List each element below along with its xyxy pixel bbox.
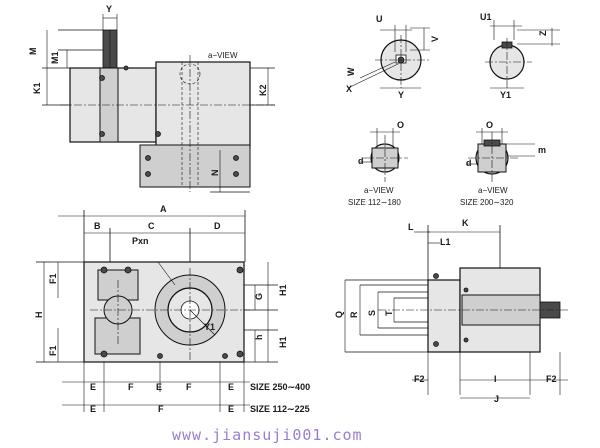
label-Pxn: Pxn <box>132 236 149 246</box>
label-C: C <box>148 221 155 231</box>
label-E-5: E <box>228 404 234 414</box>
label-G: G <box>254 293 264 300</box>
shaft-detail-output: U1 Z Y1 <box>480 12 560 100</box>
label-N: N <box>210 170 220 177</box>
label-H1-bottom: H1 <box>278 336 288 348</box>
label-a-view: a−VIEW <box>208 51 238 60</box>
label-V: V <box>430 36 440 42</box>
label-D: D <box>214 221 221 231</box>
label-Q: Q <box>334 311 344 318</box>
label-B: B <box>94 221 101 231</box>
label-A: A <box>160 204 167 214</box>
shaft-detail-keyway: U V W X Y <box>346 14 440 100</box>
label-T: T <box>384 310 394 316</box>
label-Y1-shaft: Y1 <box>500 90 511 100</box>
label-K2: K2 <box>258 84 268 96</box>
label-Y1-front: Y1 <box>204 322 215 332</box>
note-size-large: SIZE 200∼320 <box>460 198 514 207</box>
note-size-row2: SIZE 112∼225 <box>250 404 310 414</box>
note-a-view-large: a−VIEW <box>478 186 508 195</box>
label-Z: Z <box>538 30 548 36</box>
label-O-small: O <box>397 120 404 130</box>
note-a-view-small: a−VIEW <box>364 186 394 195</box>
label-M1: M1 <box>50 51 60 64</box>
note-size-small: SIZE 112∼180 <box>348 198 401 207</box>
label-J: J <box>494 394 499 404</box>
label-d-large: d <box>466 158 472 168</box>
label-E-1: E <box>90 382 96 392</box>
label-S: S <box>367 310 377 316</box>
label-m: m <box>538 145 546 155</box>
label-L1: L1 <box>440 237 451 247</box>
output-flange <box>139 144 251 188</box>
label-F-mid: F <box>128 382 134 392</box>
label-F1-bottom: F1 <box>48 345 58 356</box>
label-L: L <box>408 222 414 232</box>
label-U1: U1 <box>480 12 492 22</box>
label-M: M <box>28 48 38 56</box>
label-W: W <box>346 67 356 76</box>
a-view-large: O m d a−VIEW SIZE 200∼320 <box>460 120 546 207</box>
watermark: www.jiansuji001.com <box>172 426 363 444</box>
label-U: U <box>376 14 383 24</box>
a-view-small: O d a−VIEW SIZE 112∼180 <box>348 120 408 207</box>
label-d-small: d <box>358 156 364 166</box>
label-H1-top: H1 <box>278 284 288 296</box>
label-E-3: E <box>228 382 234 392</box>
label-E-4: E <box>90 404 96 414</box>
label-Y-shaft: Y <box>398 90 404 100</box>
front-view: A B C D Pxn F1 H F1 G H1 Y1 h H1 E F E F… <box>34 204 310 414</box>
side-view: L L1 K Q R S T F2 I F2 J <box>334 218 570 404</box>
label-E-2: E <box>156 382 162 392</box>
label-I: I <box>494 374 497 384</box>
label-Y: Y <box>106 4 112 14</box>
label-F2-left: F2 <box>414 374 425 384</box>
label-h: h <box>254 335 264 341</box>
top-view: Y M M1 K1 K2 N a−VIEW <box>28 4 275 193</box>
note-size-row1: SIZE 250∼400 <box>250 382 310 392</box>
label-F-wide: F <box>158 404 164 414</box>
label-F2-right: F2 <box>546 374 557 384</box>
label-K: K <box>462 218 469 228</box>
label-F-right: F <box>186 382 192 392</box>
label-H: H <box>34 312 44 319</box>
label-X: X <box>346 84 352 94</box>
label-K1: K1 <box>32 82 42 94</box>
label-R: R <box>349 311 359 318</box>
label-O-large: O <box>486 120 493 130</box>
side-flange <box>427 279 461 353</box>
label-F1-top: F1 <box>48 273 58 284</box>
